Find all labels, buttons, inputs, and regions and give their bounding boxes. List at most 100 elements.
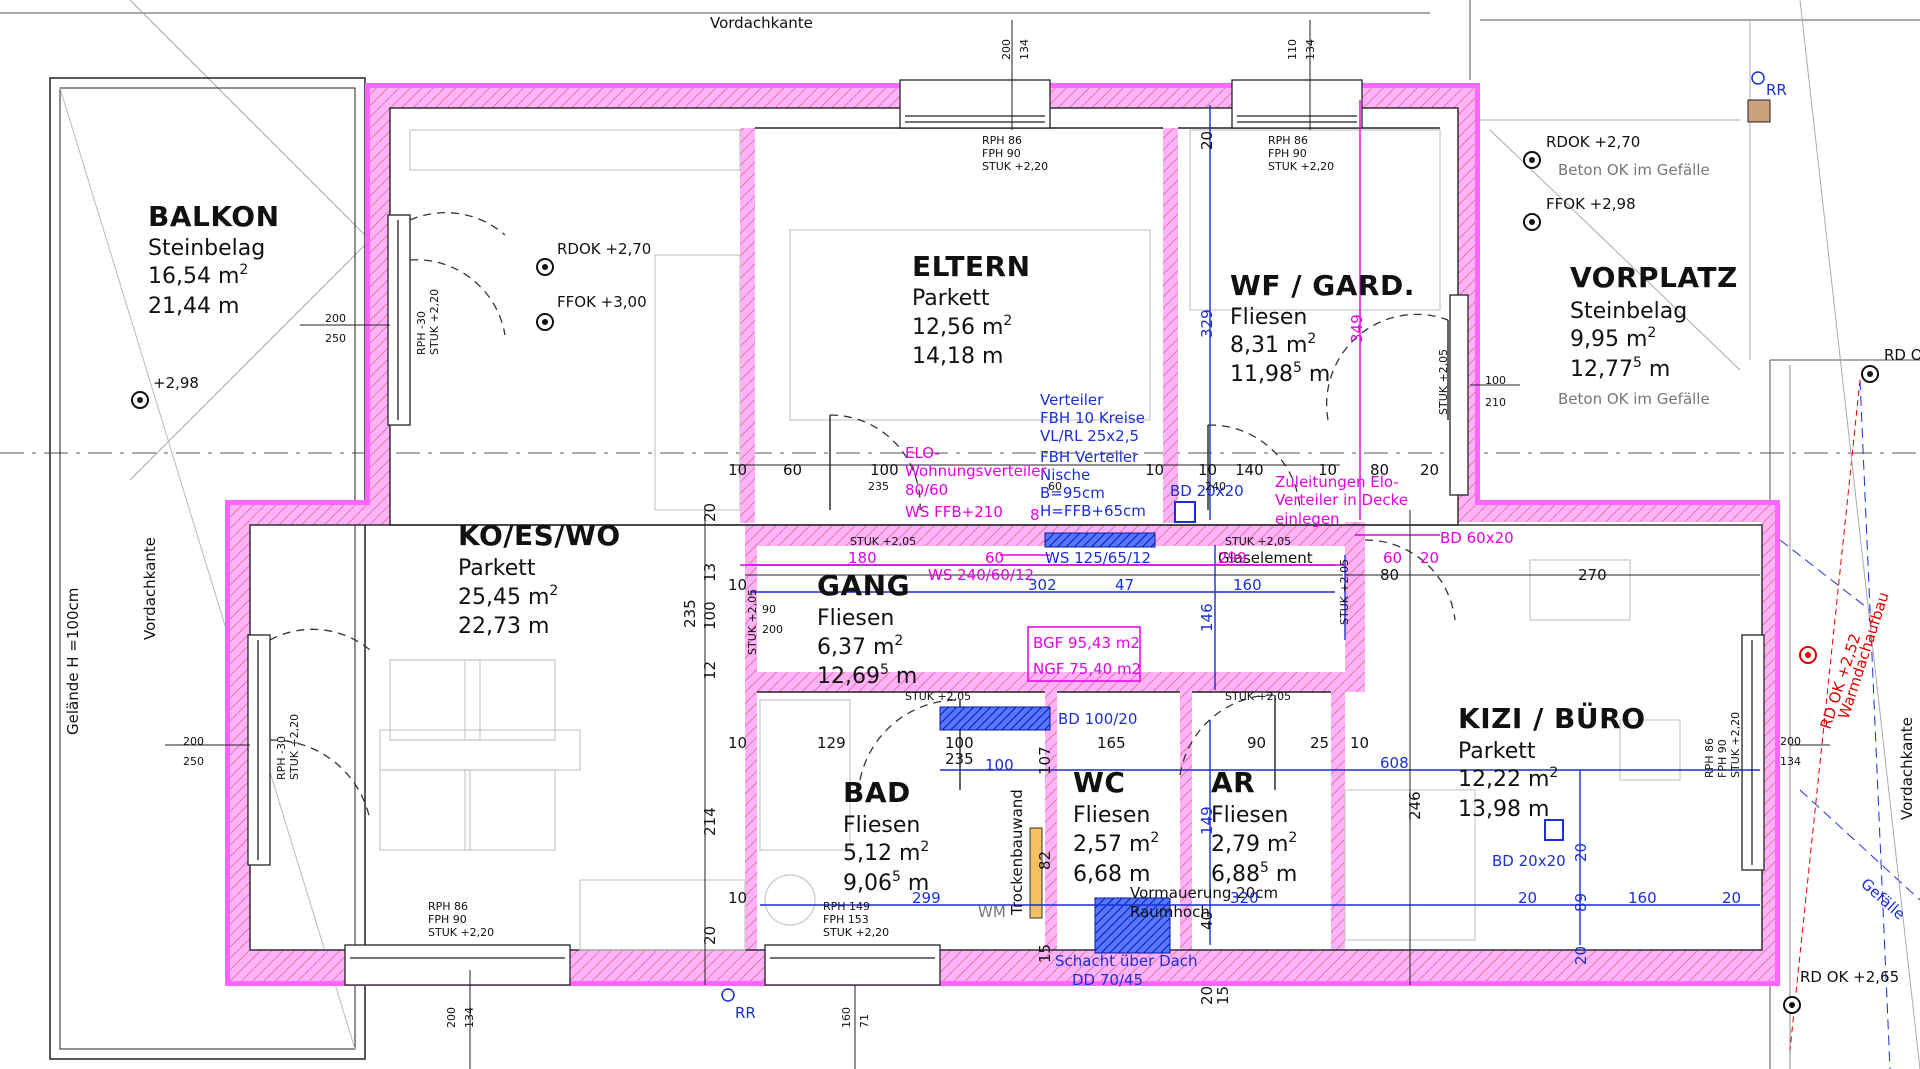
- svg-text:149: 149: [1198, 806, 1216, 835]
- svg-text:RD OK +2,65: RD OK +2,65: [1800, 968, 1899, 986]
- svg-text:Parkett: Parkett: [458, 556, 536, 581]
- svg-text:90: 90: [1247, 734, 1266, 752]
- svg-text:60: 60: [1048, 480, 1062, 493]
- svg-text:100: 100: [985, 756, 1014, 774]
- svg-text:Fliesen: Fliesen: [1230, 305, 1307, 330]
- svg-text:Beton OK im Gefälle: Beton OK im Gefälle: [1558, 390, 1710, 408]
- svg-text:WS FFB+210: WS FFB+210: [905, 503, 1003, 521]
- svg-text:134: 134: [1018, 39, 1031, 60]
- svg-text:BD 20x20: BD 20x20: [1492, 852, 1566, 870]
- svg-text:20: 20: [1572, 946, 1590, 965]
- svg-text:20: 20: [1198, 986, 1216, 1005]
- svg-text:NGF 75,40 m2: NGF 75,40 m2: [1033, 660, 1141, 678]
- svg-text:235: 235: [945, 750, 974, 768]
- svg-text:B=95cm: B=95cm: [1040, 484, 1105, 502]
- tech-labels: BD 20x20 BD 60x20 BD 100/20 BD 20x20 WS …: [928, 482, 1566, 989]
- svg-text:Verteiler: Verteiler: [1040, 391, 1104, 409]
- svg-text:80: 80: [1370, 461, 1389, 479]
- svg-text:349: 349: [1348, 314, 1366, 343]
- svg-text:ELTERN: ELTERN: [912, 250, 1031, 283]
- room-vorplatz: VORPLATZ Steinbelag 9,95 m2 12,775 m: [1570, 261, 1737, 382]
- room-eltern: ELTERN Parkett 12,56 m2 14,18 m: [912, 250, 1031, 369]
- svg-text:BAD: BAD: [843, 776, 911, 809]
- svg-text:6,37 m2: 6,37 m2: [817, 633, 903, 660]
- svg-text:20: 20: [1572, 843, 1590, 862]
- svg-text:BD 60x20: BD 60x20: [1440, 529, 1514, 547]
- svg-text:RPH 149: RPH 149: [823, 900, 870, 913]
- svg-text:246: 246: [1406, 791, 1424, 820]
- svg-text:82: 82: [1036, 851, 1054, 870]
- verteiler-note: Verteiler FBH 10 Kreise VL/RL 25x2,5 FBH…: [1040, 391, 1146, 520]
- svg-text:21,44 m: 21,44 m: [148, 294, 239, 319]
- doors: [269, 212, 1456, 821]
- svg-text:Parkett: Parkett: [1458, 739, 1536, 764]
- svg-text:RPH 86: RPH 86: [1268, 134, 1308, 147]
- svg-text:6,885 m: 6,885 m: [1211, 860, 1297, 887]
- svg-text:5,12 m2: 5,12 m2: [843, 839, 929, 866]
- svg-text:DD 70/45: DD 70/45: [1072, 971, 1143, 989]
- dimension-lines-magenta: [740, 100, 1440, 566]
- svg-text:134: 134: [1780, 755, 1801, 768]
- svg-text:20: 20: [1420, 549, 1439, 567]
- svg-text:RDOK +2,70: RDOK +2,70: [1546, 133, 1640, 151]
- svg-text:10: 10: [1318, 461, 1337, 479]
- svg-text:RPH -30: RPH -30: [275, 736, 288, 780]
- svg-text:Gelände H =100cm: Gelände H =100cm: [64, 588, 82, 735]
- svg-text:320: 320: [1230, 889, 1259, 907]
- svg-text:KO/ES/WO: KO/ES/WO: [458, 519, 621, 552]
- room-koeswo: KO/ES/WO Parkett 25,45 m2 22,73 m: [458, 519, 621, 639]
- svg-text:165: 165: [1097, 734, 1126, 752]
- svg-text:RR: RR: [1766, 81, 1787, 99]
- dimension-lines: [165, 20, 1830, 1069]
- svg-text:134: 134: [463, 1007, 476, 1028]
- svg-text:107: 107: [1036, 746, 1054, 775]
- svg-text:FPH 90: FPH 90: [982, 147, 1021, 160]
- svg-text:H=FFB+65cm: H=FFB+65cm: [1040, 502, 1146, 520]
- svg-text:2,57 m2: 2,57 m2: [1073, 830, 1159, 857]
- svg-text:240: 240: [1205, 480, 1226, 493]
- svg-text:STUK +2,20: STUK +2,20: [1268, 160, 1334, 173]
- svg-text:20: 20: [1198, 131, 1216, 150]
- svg-text:160: 160: [840, 1007, 853, 1028]
- svg-text:89: 89: [1572, 893, 1590, 912]
- svg-text:Fliesen: Fliesen: [1073, 803, 1150, 828]
- elo-note: ELO- Wohnungsverteiler 80/60 WS FFB+210: [905, 444, 1047, 521]
- svg-text:Fliesen: Fliesen: [843, 813, 920, 838]
- svg-text:10: 10: [728, 734, 747, 752]
- svg-text:25,45 m2: 25,45 m2: [458, 583, 558, 610]
- svg-text:RD O: RD O: [1884, 346, 1920, 364]
- svg-text:12,56 m2: 12,56 m2: [912, 313, 1012, 340]
- zuleitungen-note: Zuleitungen Elo- Verteiler in Decke einl…: [1275, 473, 1408, 528]
- svg-text:15: 15: [1214, 986, 1232, 1005]
- svg-text:100: 100: [701, 601, 719, 630]
- svg-text:11,985 m: 11,985 m: [1230, 360, 1330, 387]
- svg-text:214: 214: [701, 807, 719, 836]
- svg-text:13: 13: [701, 563, 719, 582]
- svg-text:200: 200: [1000, 39, 1013, 60]
- svg-text:608: 608: [1380, 754, 1409, 772]
- svg-text:Verteiler in Decke: Verteiler in Decke: [1275, 491, 1408, 509]
- svg-text:RR: RR: [735, 1004, 756, 1022]
- room-balkon: BALKON Steinbelag 16,54 m2 21,44 m: [148, 200, 280, 319]
- svg-text:160: 160: [1628, 889, 1657, 907]
- svg-text:Vordachkante: Vordachkante: [1898, 717, 1916, 820]
- svg-text:6,68 m: 6,68 m: [1073, 862, 1150, 887]
- svg-text:STUK +2,20: STUK +2,20: [428, 289, 441, 355]
- svg-text:Vordachkante: Vordachkante: [141, 537, 159, 640]
- svg-text:STUK +2,20: STUK +2,20: [982, 160, 1048, 173]
- svg-text:Vordachkante: Vordachkante: [710, 14, 813, 32]
- svg-text:WM: WM: [978, 903, 1006, 921]
- svg-text:302: 302: [1028, 576, 1057, 594]
- svg-text:FPH 90: FPH 90: [1716, 739, 1729, 778]
- svg-text:9,95 m2: 9,95 m2: [1570, 325, 1656, 352]
- svg-text:71: 71: [858, 1014, 871, 1028]
- svg-text:110: 110: [1286, 39, 1299, 60]
- svg-text:RPH 86: RPH 86: [982, 134, 1022, 147]
- svg-text:BALKON: BALKON: [148, 200, 280, 233]
- level-markers: [131, 151, 1879, 1014]
- exterior-walls: [225, 83, 1780, 986]
- interior-walls: [740, 128, 1365, 958]
- svg-text:90: 90: [762, 603, 776, 616]
